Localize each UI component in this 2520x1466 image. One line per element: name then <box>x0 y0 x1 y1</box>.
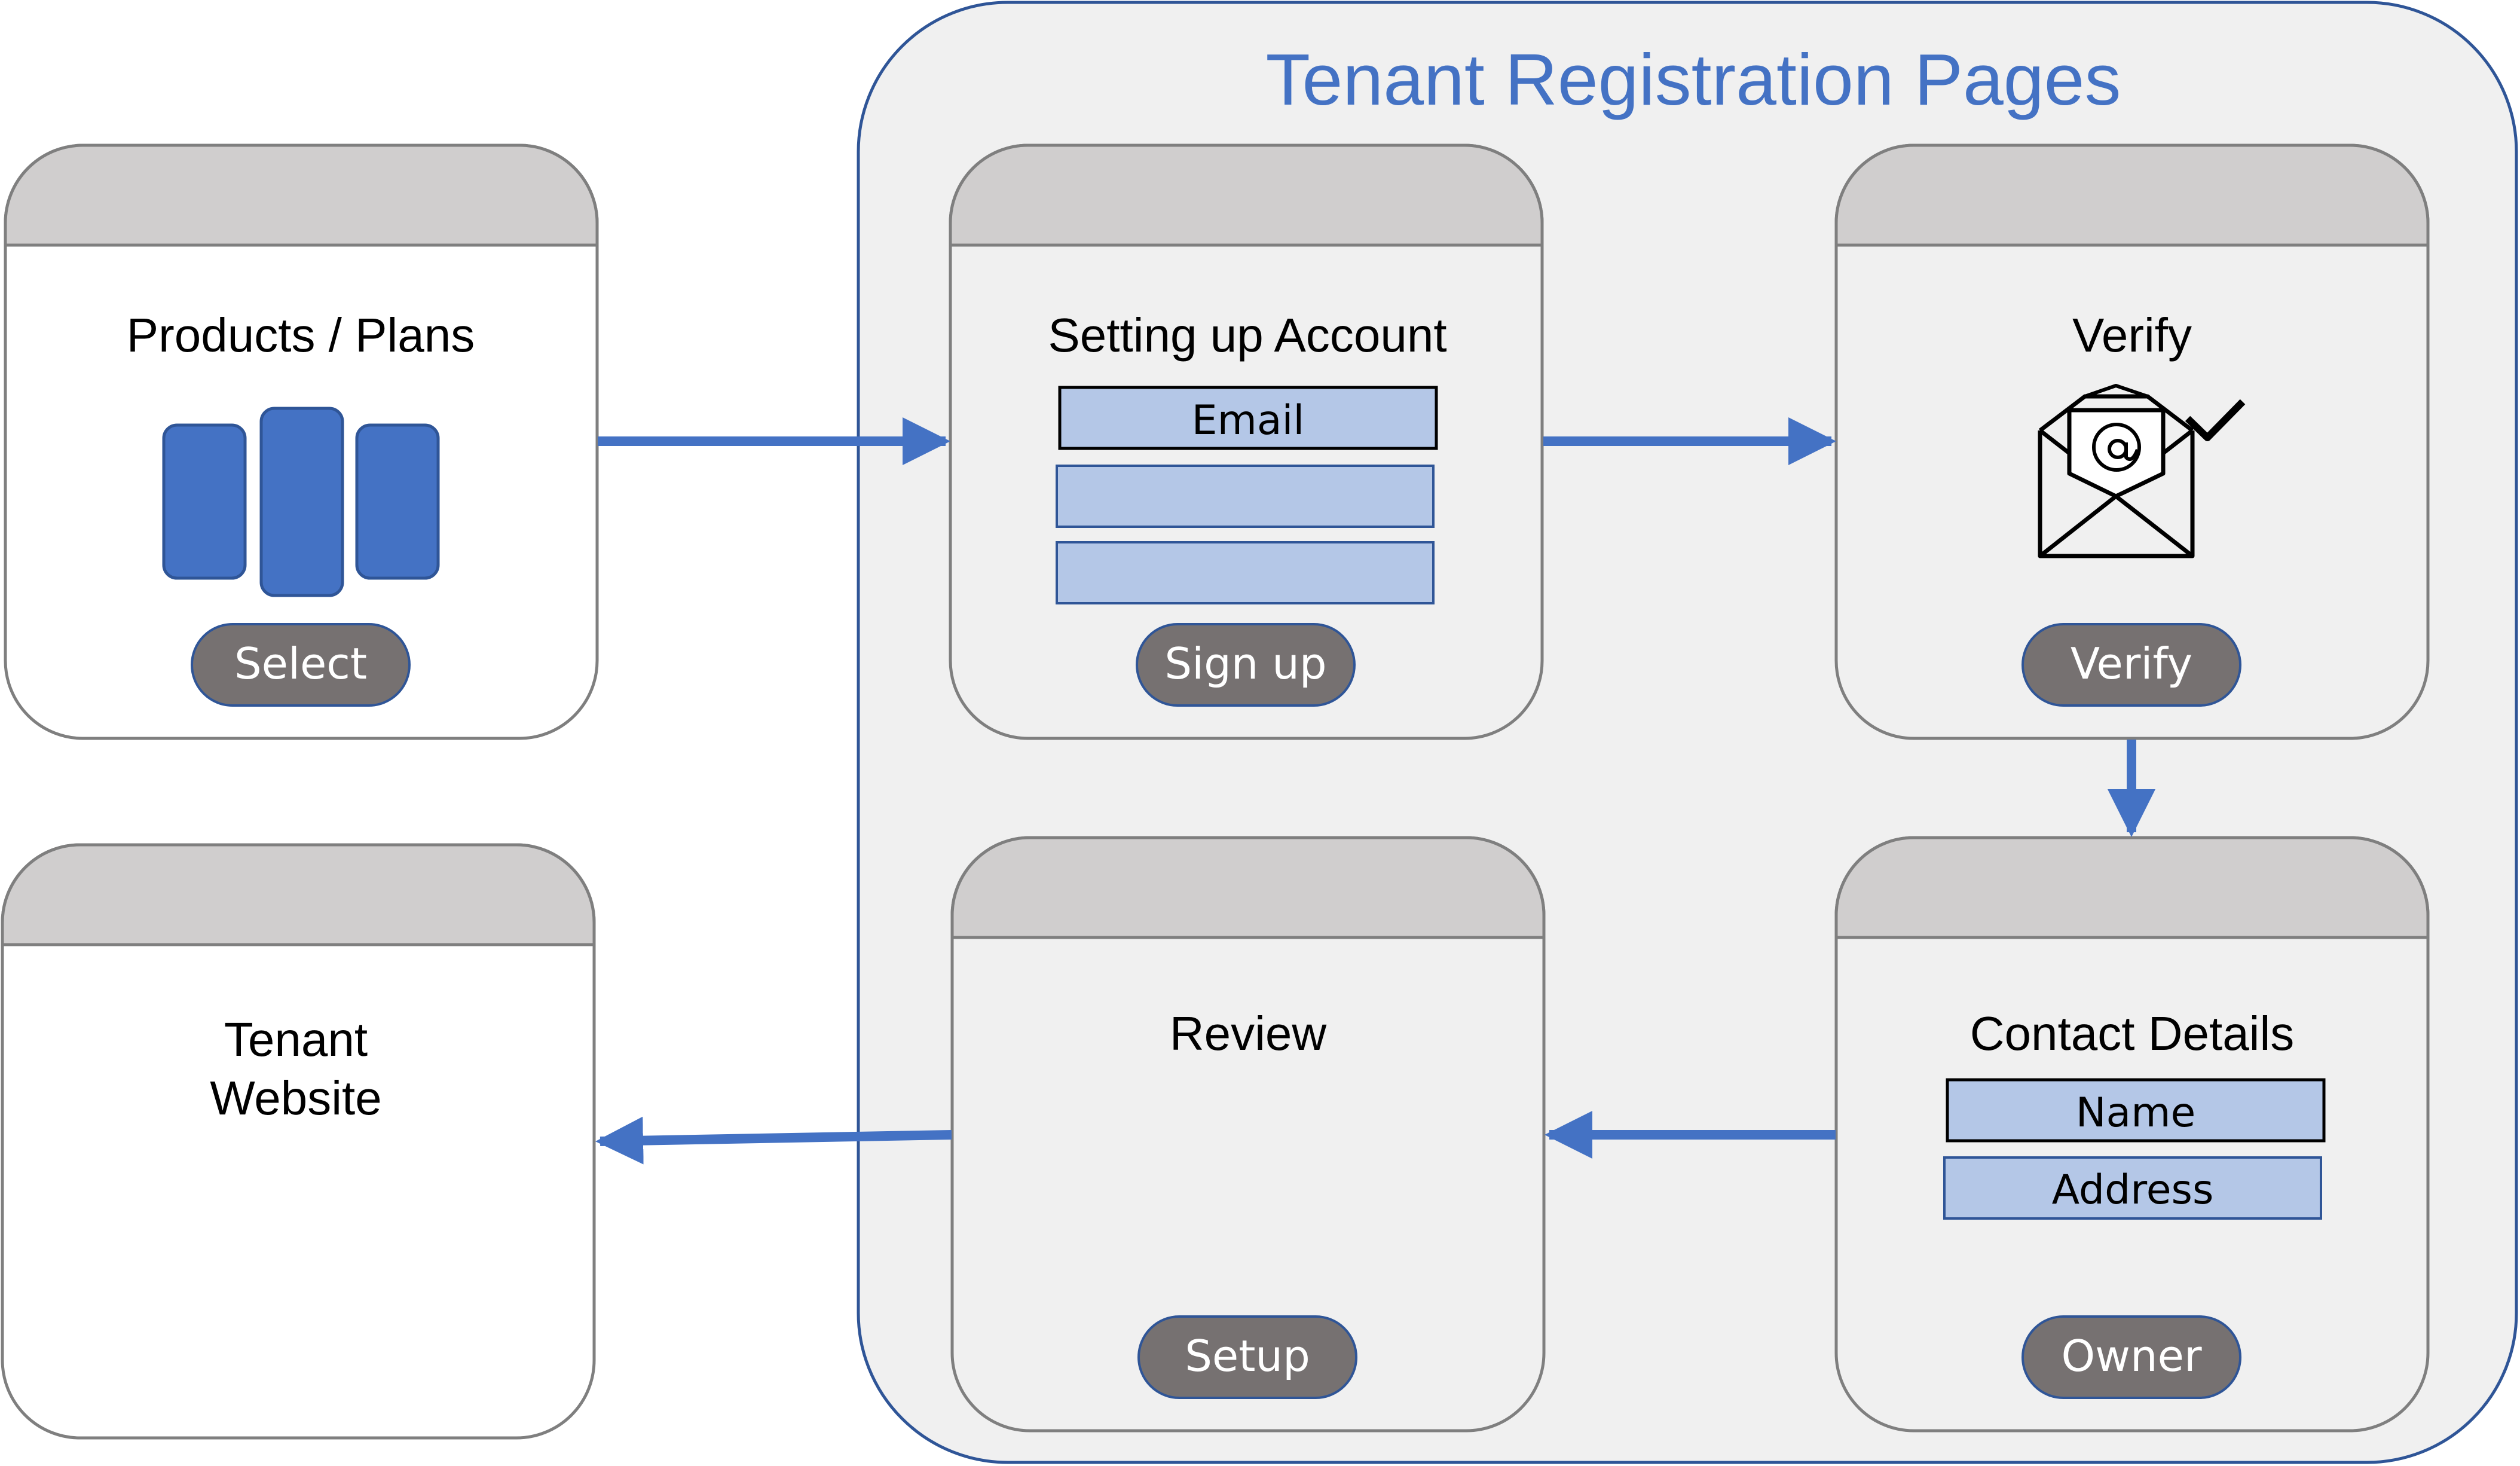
card-title: Contact Details <box>1970 1007 2294 1060</box>
card-title-line2: Website <box>210 1071 382 1125</box>
card-header <box>950 836 1546 939</box>
card-title: Products / Plans <box>127 309 475 362</box>
card-header <box>1 843 596 946</box>
verify-button[interactable]: Verify <box>2021 623 2241 707</box>
svg-text:Address: Address <box>2052 1166 2214 1214</box>
email-field[interactable]: Email <box>1058 386 1438 450</box>
signup-field-3[interactable] <box>1056 541 1435 604</box>
card-review: Review Setup <box>950 836 1546 1433</box>
card-header <box>1834 143 2430 247</box>
plan-columns-icon <box>162 407 440 597</box>
card-header <box>949 143 1544 247</box>
svg-text:Select: Select <box>234 639 367 689</box>
owner-button[interactable]: Owner <box>2021 1315 2241 1399</box>
flow-arrows <box>595 417 2155 1165</box>
card-tenant-website: Tenant Website <box>1 843 596 1440</box>
card-products-plans: Products / Plans Select <box>4 143 599 740</box>
select-button[interactable]: Select <box>191 623 411 707</box>
arrow-review-to-website <box>595 1116 952 1165</box>
card-title-line1: Tenant <box>224 1013 368 1066</box>
name-field[interactable]: Name <box>1946 1078 2326 1143</box>
card-title: Setting up Account <box>1048 309 1446 362</box>
address-field[interactable]: Address <box>1943 1156 2322 1220</box>
group-title: Tenant Registration Pages <box>1266 39 2121 120</box>
card-header <box>4 143 599 247</box>
svg-text:Verify: Verify <box>2071 639 2192 689</box>
sign-up-button[interactable]: Sign up <box>1136 623 1356 707</box>
card-setting-up-account: Setting up Account Email Sign up <box>949 143 1544 740</box>
svg-text:Sign up: Sign up <box>1164 639 1326 689</box>
card-title: Review <box>1170 1007 1327 1060</box>
svg-text:Setup: Setup <box>1185 1331 1310 1381</box>
svg-text:Name: Name <box>2076 1089 2196 1137</box>
svg-text:Owner: Owner <box>2061 1331 2201 1381</box>
card-contact-details: Contact Details Name Address Owner <box>1834 836 2430 1433</box>
card-title: Verify <box>2072 309 2192 362</box>
card-header <box>1834 836 2430 939</box>
svg-text:Email: Email <box>1192 397 1305 444</box>
email-verified-icon <box>2038 384 2246 558</box>
signup-field-2[interactable] <box>1056 465 1435 528</box>
setup-button[interactable]: Setup <box>1137 1315 1357 1399</box>
card-verify: Verify Verify <box>1834 143 2430 740</box>
